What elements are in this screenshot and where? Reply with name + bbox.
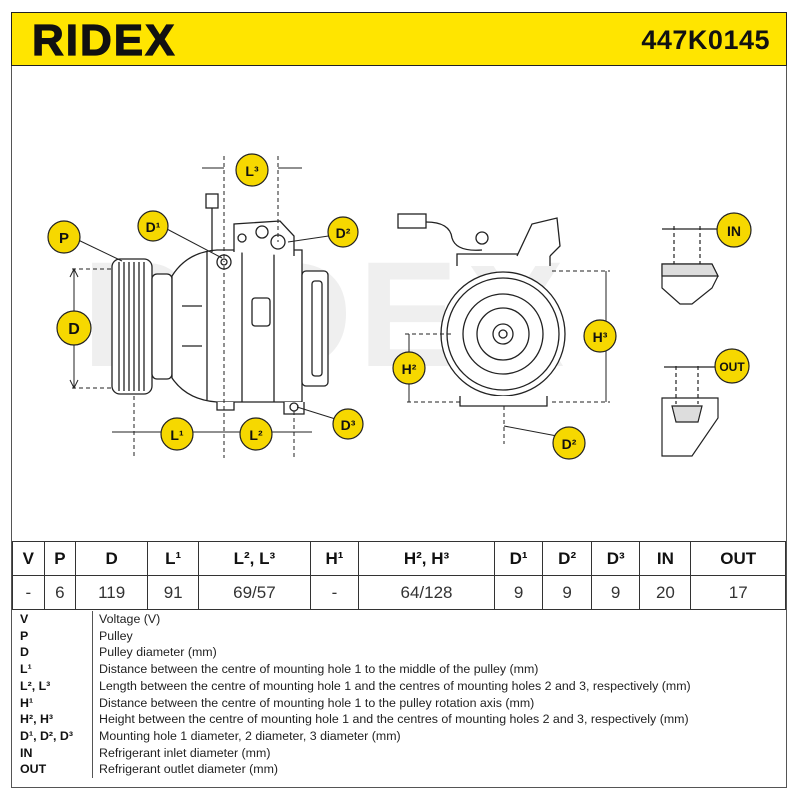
callout-l1: L¹: [160, 417, 194, 451]
spec-header-cell: H¹: [309, 541, 360, 576]
svg-text:OUT: OUT: [719, 360, 745, 374]
legend-desc: Refrigerant outlet diameter (mm): [99, 762, 279, 777]
legend-desc: Refrigerant inlet diameter (mm): [99, 745, 271, 760]
legend-table: V Voltage (V) P Pulley D Pulley diameter (m…: [12, 611, 786, 779]
legend-desc: Distance between the centre of mounting …: [99, 662, 539, 677]
svg-text:H²: H²: [402, 361, 417, 377]
front-view-dimensions: [405, 270, 610, 444]
legend-desc: Mounting hole 1 diameter, 2 diameter, 3 …: [99, 728, 401, 743]
spec-value-cell: 9: [590, 575, 641, 610]
spec-value-cell: -: [12, 575, 45, 610]
callout-d3: D³: [332, 408, 364, 440]
legend-abbr: OUT: [12, 761, 93, 779]
legend-desc: Pulley diameter (mm): [99, 645, 217, 660]
svg-text:D²: D²: [562, 436, 577, 452]
callout-out: OUT: [714, 348, 750, 384]
legend-row: P Pulley: [12, 627, 786, 645]
legend-desc: Height between the centre of mounting ho…: [99, 712, 689, 727]
legend-abbr: V: [12, 611, 93, 628]
legend-abbr: H², H³: [12, 711, 93, 728]
inlet-port-detail: [661, 226, 719, 305]
legend-row: D¹, D², D³ Mounting hole 1 diameter, 2 di…: [12, 727, 786, 745]
part-number: 447K0145: [641, 25, 770, 55]
spec-header-cell: D²: [542, 541, 592, 576]
spec-header-cell: L², L³: [198, 541, 311, 576]
legend-abbr: L¹: [12, 661, 93, 678]
callout-in: IN: [716, 212, 752, 248]
legend-row: H², H³ Height between the centre of mount…: [12, 711, 786, 728]
svg-text:L³: L³: [245, 163, 259, 179]
callout-d: D: [56, 310, 92, 346]
svg-text:L¹: L¹: [170, 427, 184, 443]
callout-d2-front: D²: [552, 426, 586, 460]
spec-table-value-row: - 6 119 91 69/57 - 64/128 9 9 9 20 17: [12, 575, 786, 610]
spec-value-cell: 17: [690, 575, 786, 610]
svg-text:D¹: D¹: [146, 219, 161, 235]
svg-text:D: D: [68, 321, 80, 338]
svg-text:H³: H³: [593, 329, 608, 345]
callout-l2: L²: [239, 417, 273, 451]
callout-p: P: [47, 220, 81, 254]
legend-desc: Pulley: [99, 628, 133, 643]
outlet-port-detail: [661, 366, 719, 457]
legend-abbr: IN: [12, 744, 93, 762]
spec-header-cell: V: [12, 541, 45, 576]
spec-header-cell: IN: [639, 541, 692, 576]
legend-abbr: P: [12, 627, 93, 645]
spec-header-cell: D¹: [493, 541, 544, 576]
spec-value-cell: 9: [493, 575, 544, 610]
callout-h2: H²: [392, 351, 426, 385]
spec-value-cell: 119: [75, 575, 149, 610]
spec-header-cell: L¹: [147, 541, 200, 576]
legend-desc: Length between the centre of mounting ho…: [99, 678, 691, 693]
sheet-frame: [11, 66, 787, 788]
spec-header-cell: P: [43, 541, 77, 576]
technical-drawing: RIDEX: [47, 153, 752, 460]
spec-value-cell: 20: [639, 575, 692, 610]
spec-header-cell: D³: [590, 541, 641, 576]
spec-value-cell: 91: [147, 575, 200, 610]
legend-abbr: D: [12, 644, 93, 662]
front-view-compressor: [397, 213, 566, 407]
ridex-logo: RIDEX: [31, 17, 176, 61]
svg-text:P: P: [59, 230, 69, 247]
spec-value-cell: 64/128: [358, 575, 495, 610]
side-view-dimensions: [69, 156, 346, 458]
spec-value-cell: 9: [542, 575, 592, 610]
spec-value-cell: -: [309, 575, 360, 610]
legend-desc: Distance between the centre of mounting …: [99, 695, 535, 710]
legend-row: V Voltage (V): [12, 611, 786, 628]
spec-header-cell: D: [75, 541, 149, 576]
legend-row: IN Refrigerant inlet diameter (mm): [12, 744, 786, 762]
legend-row: OUT Refrigerant outlet diameter (mm): [12, 761, 786, 779]
spec-table: V P D L¹ L², L³ H¹ H², H³ D¹ D² D³ IN OU…: [12, 541, 786, 610]
spec-table-header-row: V P D L¹ L², L³ H¹ H², H³ D¹ D² D³ IN OU…: [12, 541, 786, 576]
callout-d2-top: D²: [327, 216, 359, 248]
svg-text:L²: L²: [249, 427, 263, 443]
legend-row: H¹ Distance between the centre of mountin…: [12, 694, 786, 712]
legend-row: L², L³ Length between the centre of mount…: [12, 677, 786, 695]
legend-abbr: H¹: [12, 694, 93, 712]
svg-text:D²: D²: [336, 225, 351, 241]
spec-value-cell: 6: [43, 575, 77, 610]
ridex-logo-text: RIDEX: [32, 17, 176, 61]
legend-row: L¹ Distance between the centre of mountin…: [12, 661, 786, 678]
callout-h3: H³: [583, 319, 617, 353]
svg-text:D³: D³: [341, 417, 356, 433]
spec-value-cell: 69/57: [198, 575, 311, 610]
legend-abbr: L², L³: [12, 677, 93, 695]
callout-l3: L³: [235, 153, 269, 187]
spec-header-cell: H², H³: [358, 541, 495, 576]
header-banner: RIDEX 447K0145: [11, 12, 787, 66]
svg-text:IN: IN: [727, 223, 741, 239]
spec-header-cell: OUT: [690, 541, 786, 576]
legend-row: D Pulley diameter (mm): [12, 644, 786, 662]
callout-d1-top: D¹: [137, 210, 169, 242]
legend-desc: Voltage (V): [99, 612, 161, 626]
side-view-compressor: [111, 193, 329, 415]
legend-abbr: D¹, D², D³: [12, 727, 93, 745]
